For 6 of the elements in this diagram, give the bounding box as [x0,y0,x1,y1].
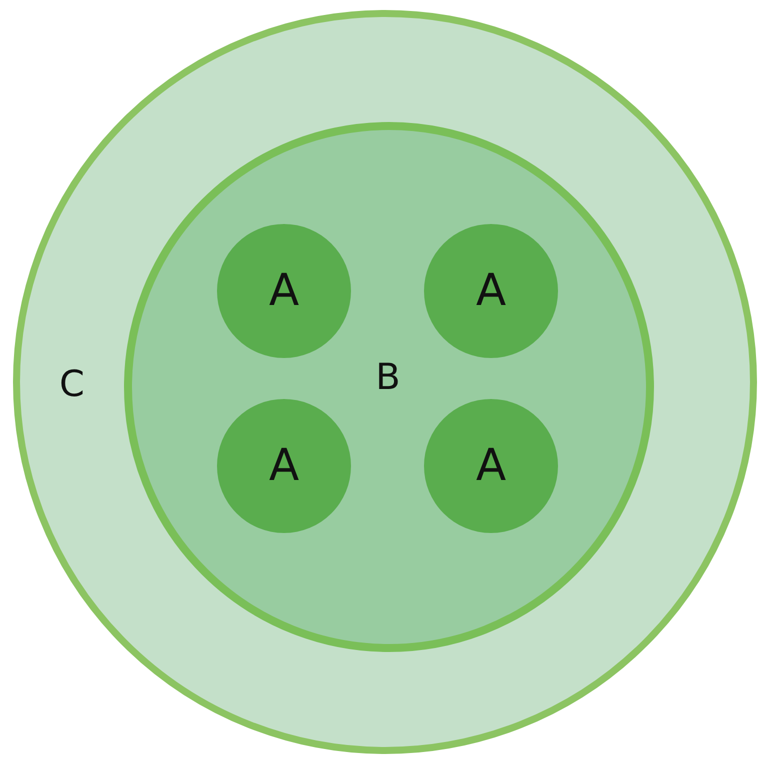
circle-label: C [59,367,85,403]
circle-label: A [476,444,506,488]
circle-label: A [268,269,300,313]
circle-label: B [376,360,400,396]
circle-label: A [268,444,300,488]
circle-label: A [476,269,506,313]
